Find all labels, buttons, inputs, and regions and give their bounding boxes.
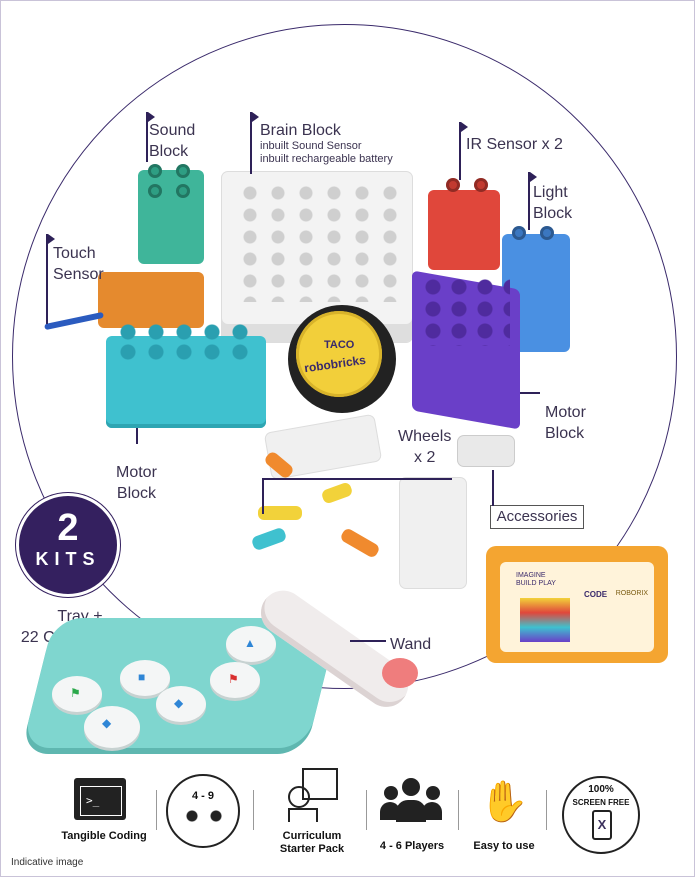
- wheel-hub: TACO robobricks: [296, 311, 382, 397]
- accessories-pointer: [492, 470, 494, 506]
- wheel: TACO robobricks: [288, 305, 396, 413]
- feature-screen-free: 100% SCREEN FREE X: [562, 776, 640, 854]
- touch-sensor-label-line2: Sensor: [53, 266, 104, 283]
- wheels-label-line2: x 2: [414, 449, 436, 466]
- white-plate-2: [400, 478, 466, 588]
- ir-sensor-stud: [474, 178, 488, 192]
- light-block-flag: [528, 172, 537, 230]
- feature-label-players: 4 - 6 Players: [379, 840, 445, 852]
- wand-label: Wand: [390, 636, 432, 653]
- brain-block-sub1: inbuilt Sound Sensor: [260, 140, 362, 152]
- kits-badge: 2 KITS: [16, 493, 120, 597]
- light-block-stud: [512, 226, 526, 240]
- brain-block-flag: [250, 112, 259, 174]
- feature-separator: [458, 790, 459, 830]
- age-range-text: 4 - 9: [191, 790, 214, 802]
- brain-block-studs: [236, 182, 406, 302]
- kids-age-icon: 4 - 9: [166, 774, 240, 848]
- wheel-text-taco: TACO: [324, 339, 355, 351]
- indicative-note: Indicative image: [11, 857, 84, 868]
- peg-yellow-2: [258, 506, 302, 520]
- motor-left-label-line2: Block: [116, 485, 157, 502]
- motor-right-pointer: [520, 392, 540, 394]
- feature-separator: [546, 790, 547, 830]
- feature-age: 4 - 9: [160, 770, 250, 850]
- ir-sensor-flag: [459, 122, 468, 180]
- brain-block-label: Brain Block: [260, 122, 341, 139]
- accessories-label-box: Accessories: [490, 505, 584, 529]
- wheels-label: Wheels x 2: [398, 426, 451, 468]
- snap-hand-icon: ✋: [479, 780, 529, 824]
- kit-circle: [12, 24, 677, 689]
- brain-block-sub2: inbuilt rechargeable battery: [260, 153, 393, 165]
- light-block-stud: [540, 226, 554, 240]
- motor-right-label-line2: Block: [545, 425, 585, 442]
- coding-chip: ⚑: [210, 662, 260, 698]
- white-connector: [458, 436, 514, 466]
- sound-block-label: Sound Block: [149, 120, 195, 162]
- motor-left-pointer: [136, 428, 138, 444]
- kit-box-art: [520, 598, 570, 642]
- kit-box-brand: ROBORIX: [615, 590, 648, 597]
- motor-block-left-studs: [114, 322, 254, 362]
- light-block-label: Light Block: [533, 182, 572, 224]
- ir-sensor-block: [428, 190, 500, 270]
- feature-tangible-coding: >_ Tangible Coding: [54, 770, 154, 850]
- sound-block-flag: [146, 112, 155, 162]
- feature-label-curriculum: Curriculum Starter Pack: [279, 830, 345, 855]
- wand-tip: [382, 658, 418, 688]
- feature-curriculum: Curriculum Starter Pack: [262, 764, 362, 856]
- motor-block-left-label: Motor Block: [116, 462, 157, 504]
- screen-free-badge-icon: 100% SCREEN FREE X: [562, 776, 640, 854]
- feature-separator: [253, 790, 254, 830]
- players-group-icon: [380, 778, 444, 822]
- ir-sensor-stud: [446, 178, 460, 192]
- kits-number: 2: [57, 507, 79, 549]
- sound-block-label-line1: Sound: [149, 122, 196, 139]
- wand-pointer: [350, 640, 386, 642]
- kit-box: IMAGINE BUILD PLAY CODE ROBORIX: [486, 546, 668, 663]
- feature-separator: [366, 790, 367, 830]
- touch-sensor-label: Touch Sensor: [53, 243, 104, 285]
- coding-chip: ■: [120, 660, 170, 696]
- feature-separator: [156, 790, 157, 830]
- kit-box-panel: IMAGINE BUILD PLAY CODE ROBORIX: [500, 562, 654, 652]
- wheels-pointer-v: [262, 478, 264, 514]
- coding-chip: ◆: [84, 706, 140, 748]
- kits-text: KITS: [35, 549, 101, 569]
- light-block-label-line2: Block: [533, 205, 573, 222]
- terminal-icon: >_: [74, 778, 126, 820]
- sound-block-stud: [148, 184, 162, 198]
- coding-chip: ◆: [156, 686, 206, 722]
- motor-left-label-line1: Motor: [116, 464, 157, 481]
- coding-chip: ▲: [226, 626, 276, 662]
- wheel-text-brand: robobricks: [303, 352, 367, 376]
- teacher-board-icon: [288, 768, 338, 822]
- motor-right-label-line1: Motor: [545, 404, 586, 421]
- feature-players: 4 - 6 Players: [370, 770, 454, 852]
- motor-block-right-label: Motor Block: [545, 402, 586, 444]
- motor-block-right-studs: [420, 276, 510, 346]
- accessories-label: Accessories: [496, 508, 578, 525]
- wheels-pointer-h: [262, 478, 452, 480]
- kit-box-title: IMAGINE BUILD PLAY: [516, 572, 556, 587]
- kit-box-code: CODE: [584, 590, 608, 599]
- feature-label-easy: Easy to use: [473, 840, 535, 852]
- touch-sensor-block: [98, 272, 204, 328]
- light-block-label-line1: Light: [533, 184, 568, 201]
- screen-free-text: SCREEN FREE: [572, 798, 630, 807]
- feature-easy: ✋ Easy to use: [464, 770, 544, 852]
- touch-sensor-flag: [46, 234, 55, 324]
- ir-sensor-label: IR Sensor x 2: [466, 136, 563, 153]
- screen-free-percent: 100%: [588, 784, 614, 795]
- wheels-label-line1: Wheels: [398, 428, 452, 445]
- coding-chip: ⚑: [52, 676, 102, 712]
- sound-block-stud: [176, 184, 190, 198]
- sound-block: [138, 170, 204, 264]
- sound-block-stud: [176, 164, 190, 178]
- sound-block-stud: [148, 164, 162, 178]
- feature-label-tangible: Tangible Coding: [61, 830, 147, 842]
- sound-block-label-line2: Block: [149, 143, 189, 160]
- touch-sensor-label-line1: Touch: [53, 245, 96, 262]
